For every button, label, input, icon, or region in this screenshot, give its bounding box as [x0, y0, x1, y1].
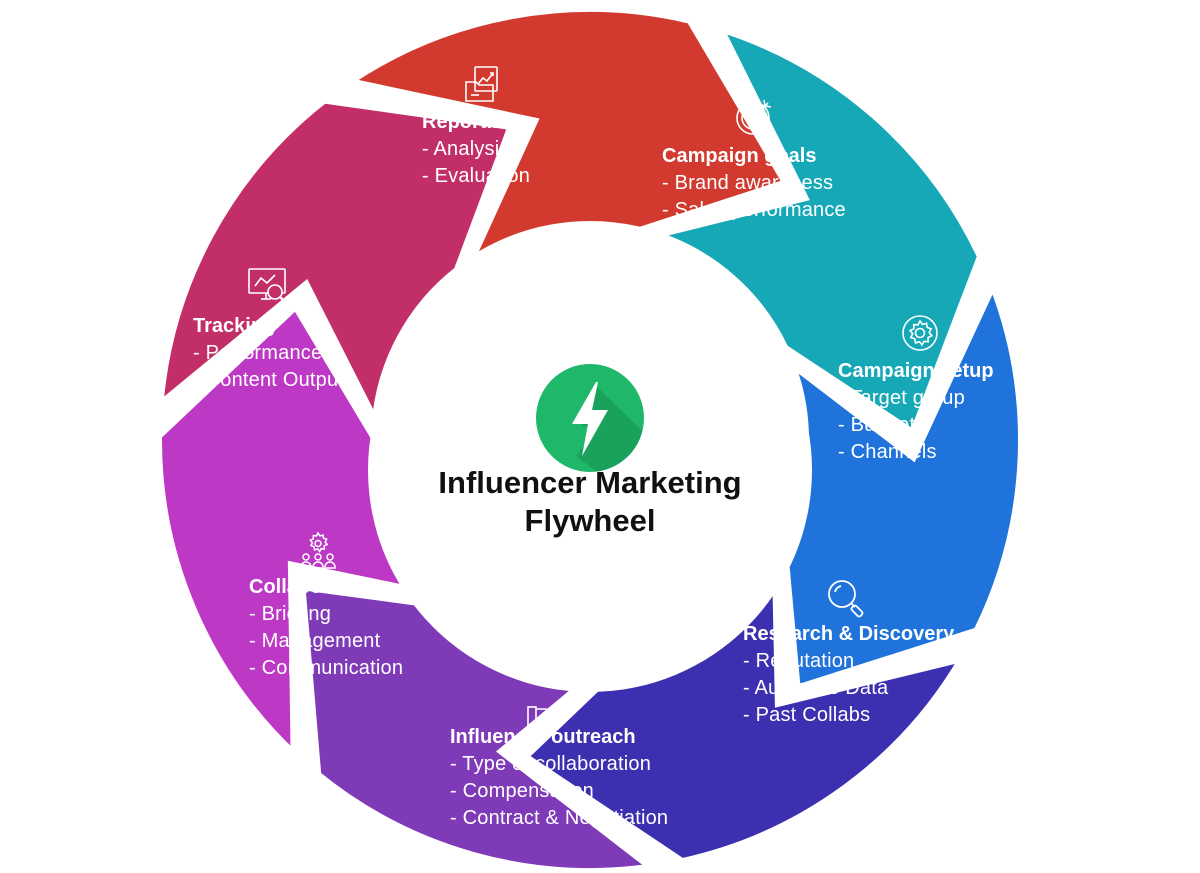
segment-item: - Compensation: [450, 780, 594, 802]
segment-item: - Channels: [838, 441, 937, 463]
handshake-icon: [526, 693, 580, 733]
segment-item: - Performance: [193, 342, 323, 364]
segment-title: Influencer outreach: [450, 726, 636, 748]
segment-item: - Content Output: [193, 369, 345, 391]
diagram-title: Influencer Marketing Flywheel: [400, 464, 780, 540]
segment-item: - Communication: [249, 657, 404, 679]
segment-item: - Briefing: [249, 603, 332, 625]
magnifier-icon: [826, 578, 866, 618]
lightning-logo-icon: [536, 364, 644, 472]
segment-title: Campaign setup: [838, 360, 994, 382]
segment-item: - Management: [249, 630, 381, 652]
segment-title: Research & Discovery: [743, 623, 955, 645]
segment-item: - Past Collabs: [743, 704, 871, 726]
segment-item: - Sales performance: [662, 199, 846, 221]
segment-item: - Brand awareness: [662, 172, 834, 194]
diagram-title-line-2: Flywheel: [524, 503, 656, 538]
segment-title: Tracking: [193, 315, 276, 337]
team-gear-icon: [298, 530, 338, 570]
segment-item: - Contract & Negotiation: [450, 807, 669, 829]
segment-item: - Evaluation: [422, 165, 531, 187]
segment-tracking: Tracking - Performance - Content Output: [193, 313, 344, 394]
segment-influencer-outreach: Influencer outreach - Type of collaborat…: [450, 724, 668, 832]
target-icon: [734, 97, 774, 137]
segment-research-discovery: Research & Discovery - Reputation - Audi…: [743, 621, 954, 729]
diagram-title-line-1: Influencer Marketing: [438, 465, 742, 500]
segment-arrow-campaign-goals: [639, 21, 986, 440]
gear-icon: [900, 313, 940, 353]
segment-title: Reporting: [422, 111, 517, 133]
segment-item: - Target group: [838, 387, 965, 409]
segment-collaboration: Collaboration - Briefing - Management - …: [249, 574, 403, 682]
segment-campaign-goals: Campaign goals - Brand awareness - Sales…: [662, 143, 846, 224]
segment-item: - Audience Data: [743, 677, 889, 699]
segment-reporting: Reporting - Analysis - Evaluation: [422, 109, 530, 190]
segment-arrow-reporting: [338, 4, 793, 274]
chart-report-icon: [463, 64, 503, 104]
segment-item: - Reputation: [743, 650, 855, 672]
monitor-search-icon: [247, 266, 287, 306]
segment-item: - Budget: [838, 414, 916, 436]
segment-item: - Type of collaboration: [450, 753, 652, 775]
segment-arrow-tracking: [154, 95, 518, 438]
segment-campaign-setup: Campaign setup - Target group - Budget -…: [838, 358, 994, 466]
segment-title: Collaboration: [249, 576, 378, 598]
segment-title: Campaign goals: [662, 145, 817, 167]
segment-item: - Analysis: [422, 138, 510, 160]
